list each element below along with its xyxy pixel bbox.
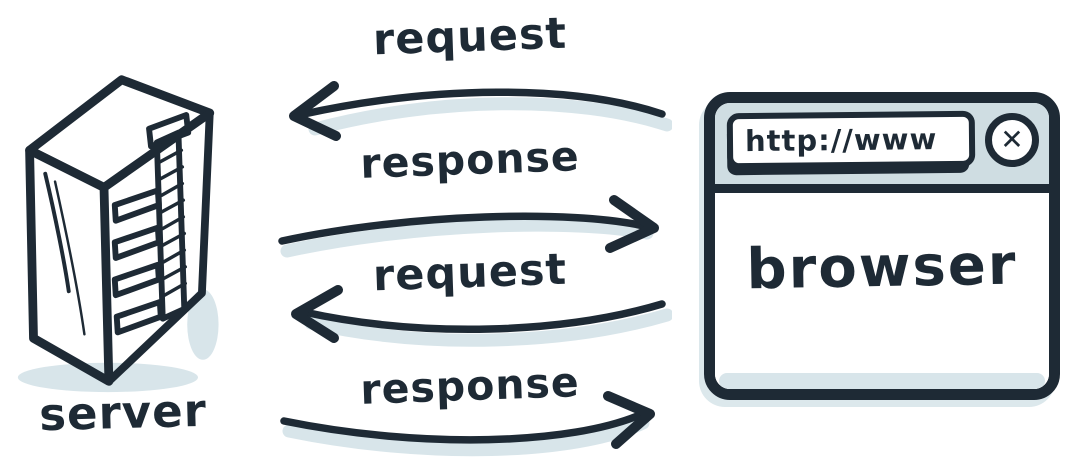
browser-window: http://www ✕ browser (704, 92, 1060, 400)
server-slot (111, 261, 162, 299)
server-rail (153, 129, 188, 322)
server-slot (111, 224, 162, 261)
browser-label: browser (746, 232, 1018, 303)
server-slot (113, 299, 164, 336)
server-slot (111, 187, 162, 224)
arrowhead-left (289, 81, 341, 141)
arrowhead-right (603, 391, 655, 449)
server-tower-icon (17, 75, 219, 393)
response-arrow-right-1 (278, 195, 659, 258)
request-arrow-left-1 (289, 81, 672, 141)
browser-body-shadow (719, 373, 1045, 389)
url-text: http://www (744, 121, 938, 158)
browser-body: browser (715, 193, 1049, 389)
browser-header: http://www ✕ (715, 103, 1049, 193)
arrow-label-request-1: request (372, 8, 568, 66)
request-arrow-left-2 (291, 285, 672, 347)
response-arrow-right-2 (280, 391, 655, 457)
server-label: server (38, 383, 208, 442)
close-icon: ✕ (985, 112, 1039, 167)
url-bar: http://www (726, 110, 976, 169)
arrowhead-right (605, 195, 659, 253)
arrowhead-left (291, 285, 343, 343)
